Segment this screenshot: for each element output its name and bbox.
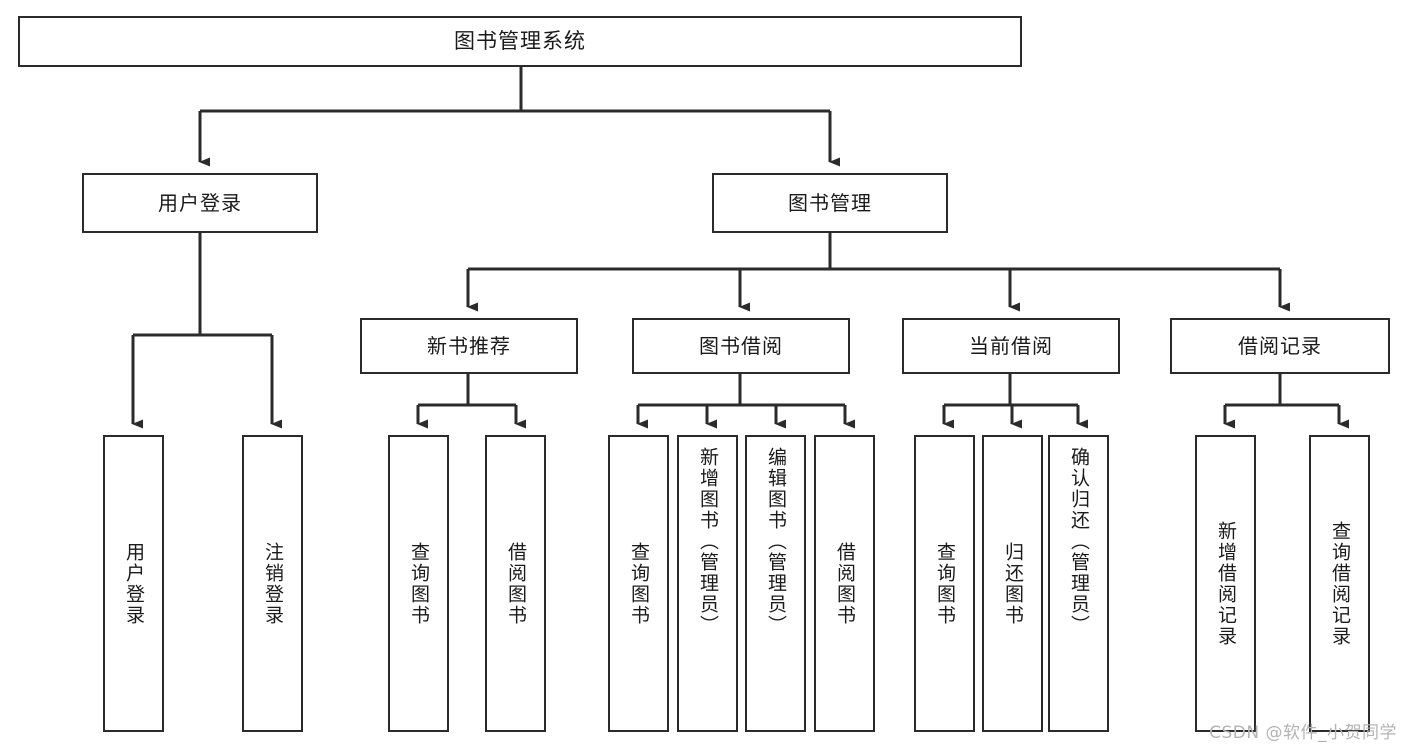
node-leaf-return-book-label: 归还图书 (1002, 541, 1024, 626)
node-borrow-record[interactable]: 借阅记录 (1170, 318, 1390, 374)
node-new-book-rec-label: 新书推荐 (427, 334, 511, 358)
node-leaf-borrow-book-rec-label: 借阅图书 (505, 541, 527, 626)
node-leaf-query-book-cur-label: 查询图书 (934, 541, 956, 626)
node-leaf-add-record-label: 新增借阅记录 (1215, 520, 1237, 647)
node-leaf-borrow-book-rec[interactable]: 借阅图书 (485, 435, 546, 732)
node-leaf-user-login[interactable]: 用户登录 (103, 435, 164, 732)
node-leaf-add-book-label: 新增图书（管理员） (697, 447, 719, 636)
node-leaf-return-book[interactable]: 归还图书 (982, 435, 1043, 732)
node-leaf-confirm-return[interactable]: 确认归还（管理员） (1048, 435, 1109, 732)
node-leaf-confirm-return-label: 确认归还（管理员） (1068, 447, 1090, 636)
node-leaf-query-book-rec[interactable]: 查询图书 (388, 435, 449, 732)
node-book-manage[interactable]: 图书管理 (712, 173, 948, 233)
node-new-book-rec[interactable]: 新书推荐 (360, 318, 578, 374)
node-current-borrow-label: 当前借阅 (969, 334, 1053, 358)
node-leaf-borrow-book-label: 借阅图书 (834, 541, 856, 626)
node-leaf-query-book-label: 查询图书 (628, 541, 650, 626)
node-book-manage-label: 图书管理 (788, 191, 872, 215)
node-borrow-record-label: 借阅记录 (1238, 334, 1322, 358)
node-user-login[interactable]: 用户登录 (82, 173, 318, 233)
node-leaf-user-login-label: 用户登录 (123, 541, 145, 626)
watermark-text: CSDN @软件_小贺同学 (1209, 723, 1397, 743)
node-leaf-borrow-book[interactable]: 借阅图书 (814, 435, 875, 732)
node-leaf-add-book[interactable]: 新增图书（管理员） (677, 435, 738, 732)
node-leaf-query-book[interactable]: 查询图书 (608, 435, 669, 732)
node-leaf-query-record-label: 查询借阅记录 (1329, 520, 1351, 647)
node-leaf-edit-book[interactable]: 编辑图书（管理员） (745, 435, 806, 732)
node-book-borrow-label: 图书借阅 (699, 334, 783, 358)
node-leaf-query-record[interactable]: 查询借阅记录 (1309, 435, 1370, 732)
node-leaf-query-book-rec-label: 查询图书 (408, 541, 430, 626)
node-leaf-logout-label: 注销登录 (262, 541, 284, 626)
node-leaf-edit-book-label: 编辑图书（管理员） (765, 447, 787, 636)
node-leaf-add-record[interactable]: 新增借阅记录 (1195, 435, 1256, 732)
node-user-login-label: 用户登录 (158, 191, 242, 215)
node-leaf-query-book-cur[interactable]: 查询图书 (914, 435, 975, 732)
node-root-label: 图书管理系统 (454, 29, 586, 53)
node-root[interactable]: 图书管理系统 (18, 16, 1022, 67)
node-book-borrow[interactable]: 图书借阅 (632, 318, 850, 374)
node-current-borrow[interactable]: 当前借阅 (902, 318, 1120, 374)
node-leaf-logout[interactable]: 注销登录 (242, 435, 303, 732)
